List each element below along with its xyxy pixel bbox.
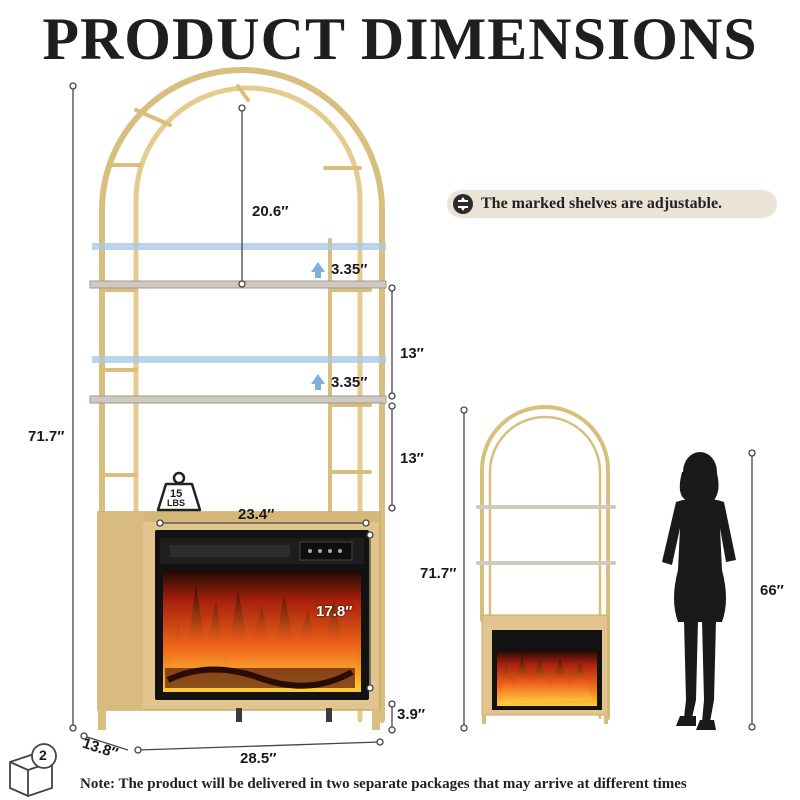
adjust-2-label: 3.35″ <box>331 374 368 391</box>
arch-height-label: 20.6″ <box>252 203 289 220</box>
delivery-note: Note: The product will be delivered in t… <box>80 776 687 792</box>
weight-value: 15 <box>170 488 183 500</box>
small-height-label: 71.7″ <box>420 565 457 582</box>
fireplace-cabinet <box>97 511 381 730</box>
info-icon <box>453 194 473 214</box>
small-fireplace-cabinet <box>481 614 609 724</box>
weight-icon <box>156 471 202 512</box>
adjustable-note-text: The marked shelves are adjustable. <box>481 195 723 212</box>
shelf-frame <box>99 67 385 723</box>
shelves <box>89 243 387 404</box>
package-count: 2 <box>39 747 47 763</box>
cabinet-width-label: 23.4″ <box>238 506 275 523</box>
shelf-gap-2-label: 13″ <box>400 450 424 467</box>
total-width-label: 28.5″ <box>240 750 277 767</box>
person-height-label: 66″ <box>760 582 784 599</box>
shelf-gap-1-label: 13″ <box>400 345 424 362</box>
dimension-lines <box>69 82 396 754</box>
page-title: PRODUCT DIMENSIONS <box>42 6 758 72</box>
small-dimension-lines <box>460 406 756 732</box>
weight-unit: LBS <box>167 498 185 508</box>
leg-height-label: 3.9″ <box>397 706 426 723</box>
adjust-1-label: 3.35″ <box>331 261 368 278</box>
adjustable-shelves-note: The marked shelves are adjustable. <box>447 190 777 218</box>
person-silhouette <box>662 452 736 730</box>
adjust-arrow-icons <box>311 262 325 390</box>
small-shelf-frame <box>476 405 616 720</box>
fireplace-height-label: 17.8″ <box>316 603 353 620</box>
total-height-label: 71.7″ <box>28 428 65 445</box>
package-icon <box>9 743 57 797</box>
